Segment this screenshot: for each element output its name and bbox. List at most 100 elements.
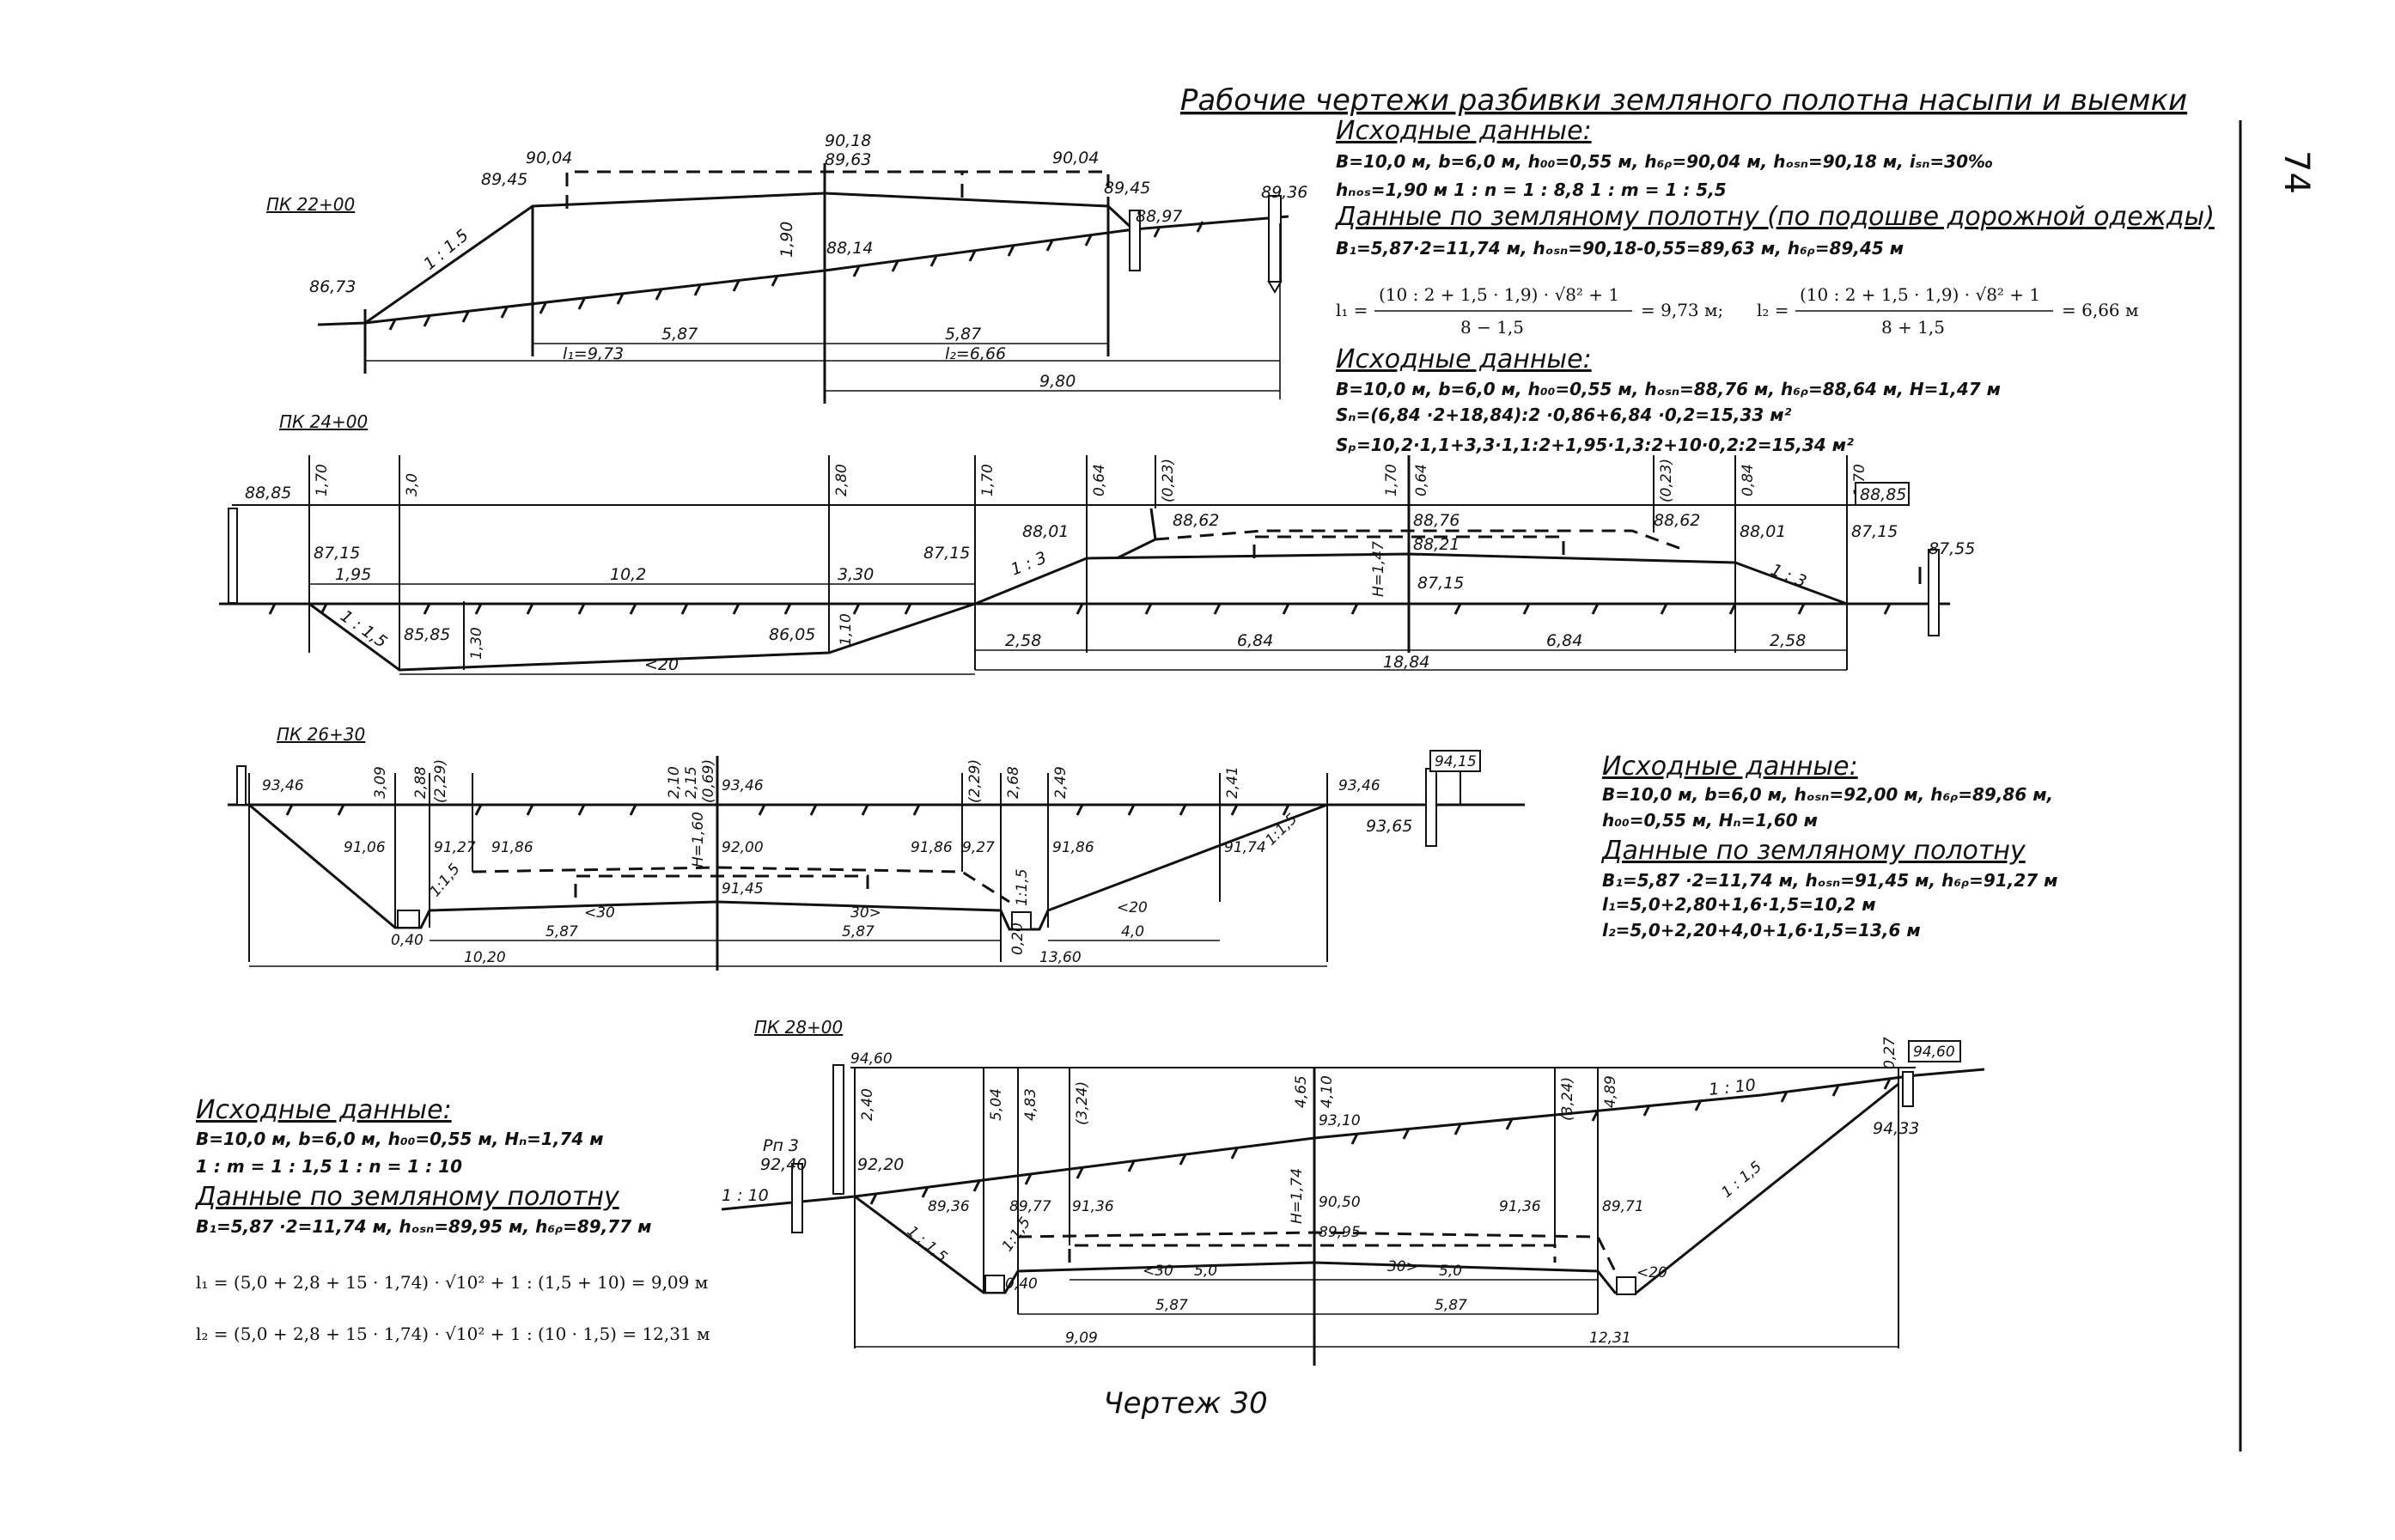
page-number: 74 <box>2276 150 2316 194</box>
design-profile-dashed <box>472 866 1010 904</box>
formula-numerator: (10 : 2 + 1,5 · 1,9) · √8² + 1 <box>1800 284 2040 305</box>
dim-label: 30> <box>850 904 881 922</box>
benchmark-post <box>1928 549 1940 636</box>
height-label: 1,70 <box>1383 464 1400 496</box>
dim-label: 18,84 <box>1383 653 1429 672</box>
pk24-label: ПК 24+00 <box>279 411 368 432</box>
stake-post <box>236 765 247 806</box>
elev-label: 93,10 <box>1319 1112 1361 1129</box>
ground-hatching <box>268 603 1892 615</box>
elev-label: 87,15 <box>314 544 360 563</box>
dim-label: 2,58 <box>1005 631 1041 650</box>
elev-box <box>1855 482 1910 506</box>
benchmark-post <box>1268 195 1282 283</box>
dim-label: <30 <box>584 904 615 922</box>
height-label: 2,49 <box>1052 766 1070 799</box>
height-label: (3,24) <box>1074 1081 1091 1125</box>
info-line: B=10,0 м, b=6,0 м, h₀₀=0,55 м, Hₙ=1,74 м <box>196 1129 604 1149</box>
height-label: 2,40 <box>859 1088 876 1121</box>
height-label: 1,70 <box>979 464 996 496</box>
formula-result: = 6,66 м <box>2062 300 2139 320</box>
dim-label: 30> <box>1387 1258 1418 1275</box>
elev-label: 85,85 <box>404 625 450 644</box>
pk28-label: ПК 28+00 <box>754 1017 843 1038</box>
height-label: 2,15 <box>683 766 700 799</box>
info-heading: Исходные данные: <box>1336 116 1592 146</box>
height-label: (0,23) <box>1658 459 1675 502</box>
elev-label: 88,85 <box>245 484 291 502</box>
height-label: (0,69) <box>700 759 717 803</box>
height-label: 3,09 <box>372 766 389 799</box>
elev-label: 87,15 <box>1417 574 1464 593</box>
embankment-outline <box>974 552 1848 606</box>
ground-hatching <box>285 804 1290 816</box>
info-line: B=10,0 м, b=6,0 м, hₒₛₙ=92,00 м, h₆ᵨ=89,… <box>1602 784 2053 805</box>
stake-post <box>228 508 238 604</box>
drain <box>1616 1276 1636 1295</box>
slope-label: 1 : 10 <box>722 1186 769 1205</box>
elev-label: 94,60 <box>1913 1044 1955 1061</box>
info-line: Sₙ=(6,84 ·2+18,84):2 ·0,86+6,84 ·0,2=15,… <box>1336 405 1792 425</box>
section-pk28: ПК 28+00 Исходные данные: B=10,0 м, b=6,… <box>194 1017 1985 1366</box>
dim-label: 5,87 <box>945 325 981 344</box>
elev-label: 91,74 <box>1224 839 1266 856</box>
benchmark-post <box>1425 768 1437 847</box>
formula-result: = 9,73 м; <box>1641 300 1723 320</box>
elev-label: 91,36 <box>1072 1198 1114 1215</box>
elev-label: 90,04 <box>526 149 572 167</box>
dim-label: <20 <box>644 655 679 674</box>
info-line: l₁=5,0+2,80+1,6·1,5=10,2 м <box>1602 894 1876 915</box>
height-label: (0,23) <box>1160 459 1177 502</box>
info-heading: Исходные данные: <box>1336 344 1592 374</box>
elev-box <box>1429 750 1481 772</box>
height-label: 2,68 <box>1005 766 1022 799</box>
dim-label: l₂=6,66 <box>945 344 1006 363</box>
dim-label: 6,84 <box>1546 631 1582 650</box>
height-label: 4,10 <box>1319 1075 1336 1108</box>
dim-label: 10,20 <box>464 949 506 966</box>
ground-hatching <box>869 1078 1892 1205</box>
elev-label: 89,63 <box>825 150 871 169</box>
height-label: 0,64 <box>1413 464 1430 496</box>
elev-label: 86,73 <box>309 277 356 296</box>
height-label: 3,0 <box>404 473 421 496</box>
height-label: H=1,47 <box>1370 541 1387 597</box>
info-line: h₀₀=0,55 м, Hₙ=1,60 м <box>1602 810 1818 831</box>
elev-label: 92,00 <box>722 839 764 856</box>
dim-label: 5,87 <box>842 923 875 940</box>
info-heading: Данные по земляному полотну <box>1600 836 2026 866</box>
elev-label: 88,21 <box>1413 535 1460 554</box>
elev-label: 91,86 <box>911 839 953 856</box>
height-label: 0,64 <box>1091 464 1108 496</box>
height-label: 1,10 <box>838 613 855 646</box>
elev-label: 88,14 <box>826 239 873 258</box>
height-label: 5,04 <box>988 1088 1005 1121</box>
height-label: 4,65 <box>1293 1075 1310 1108</box>
info-line: B₁=5,87 ·2=11,74 м, hₒₛₙ=91,45 м, h₆ᵨ=91… <box>1602 870 2057 891</box>
slope-label: 1:1,5 <box>1014 868 1031 906</box>
elev-box <box>1908 1040 1961 1062</box>
elev-label: 87,15 <box>923 544 970 563</box>
section-pk22: ПК 22+00 90,04 <box>266 116 2215 404</box>
dim-label: 5,87 <box>661 325 698 344</box>
info-heading: Данные по земляному полотну (по подошве … <box>1334 202 2215 232</box>
sheet-title: Рабочие чертежи разбивки земляного полот… <box>1180 83 2187 118</box>
dim-label: 1,95 <box>335 565 371 584</box>
pointer <box>1116 508 1157 560</box>
height-label: 2,41 <box>1224 766 1241 799</box>
ground-line <box>721 1068 1985 1211</box>
elev-label: 91,06 <box>344 839 386 856</box>
elev-label: 88,01 <box>1740 522 1786 541</box>
info-line: hₙₒₛ=1,90 м 1 : n = 1 : 8,8 1 : m = 1 : … <box>1336 180 1727 200</box>
stake-post <box>1129 210 1141 271</box>
elev-label: 88,01 <box>1022 522 1069 541</box>
elev-label: 87,55 <box>1929 539 1975 558</box>
section-pk24: ПК 24+00 Исходные данные: B=10,0 м, b=6,… <box>219 344 2001 675</box>
dim-label: 0,40 <box>391 932 424 949</box>
slope-label: 1:1,5 <box>999 1214 1034 1255</box>
drawing-caption: Чертеж 30 <box>1103 1386 1267 1421</box>
height-label: 0,27 <box>1881 1037 1898 1069</box>
elev-label: 91,27 <box>434 839 476 856</box>
elev-label: 90,18 <box>825 131 871 150</box>
info-line: B=10,0 м, b=6,0 м, h₀₀=0,55 м, hₒₛₙ=88,7… <box>1336 379 2001 399</box>
